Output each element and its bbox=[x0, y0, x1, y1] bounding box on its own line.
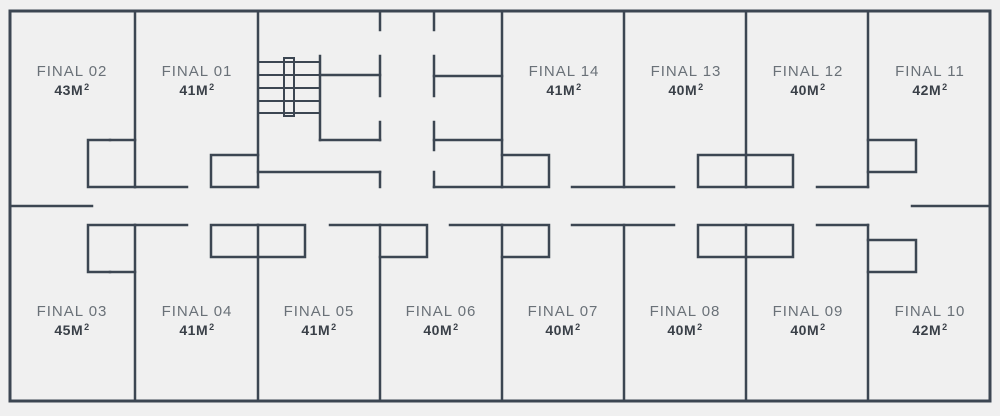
bathroom-wall bbox=[209, 153, 260, 189]
unit-name: FINAL 13 bbox=[650, 63, 722, 80]
unit-name: FINAL 11 bbox=[895, 63, 965, 80]
unit-name: FINAL 12 bbox=[772, 63, 844, 80]
unit-final-03[interactable]: FINAL 03 45M2 bbox=[18, 304, 126, 337]
unit-final-08[interactable]: FINAL 08 40M2 bbox=[631, 304, 739, 337]
bathroom-wall bbox=[696, 223, 748, 259]
unit-area: 40M2 bbox=[545, 322, 581, 338]
unit-area: 42M2 bbox=[912, 82, 948, 98]
unit-name: FINAL 14 bbox=[528, 63, 600, 80]
bathroom-wall bbox=[500, 223, 551, 259]
unit-area: 40M2 bbox=[667, 322, 703, 338]
bathroom-wall bbox=[86, 223, 137, 274]
bathroom-wall bbox=[500, 153, 551, 189]
bathroom-wall bbox=[866, 238, 918, 274]
unit-final-01[interactable]: FINAL 01 41M2 bbox=[143, 64, 251, 97]
unit-name: FINAL 05 bbox=[283, 303, 355, 320]
unit-final-13[interactable]: FINAL 13 40M2 bbox=[632, 64, 740, 97]
bathroom-wall bbox=[696, 153, 748, 189]
bathroom-wall bbox=[256, 223, 307, 259]
unit-final-07[interactable]: FINAL 07 40M2 bbox=[509, 304, 617, 337]
unit-area: 40M2 bbox=[423, 322, 459, 338]
unit-area: 45M2 bbox=[54, 322, 90, 338]
unit-name: FINAL 07 bbox=[527, 303, 599, 320]
unit-final-09[interactable]: FINAL 09 40M2 bbox=[754, 304, 862, 337]
unit-area: 41M2 bbox=[546, 82, 582, 98]
bathroom-wall bbox=[86, 138, 137, 189]
unit-final-14[interactable]: FINAL 14 41M2 bbox=[510, 64, 618, 97]
unit-name: FINAL 03 bbox=[36, 303, 108, 320]
unit-name: FINAL 06 bbox=[405, 303, 477, 320]
bathroom-wall bbox=[744, 223, 795, 259]
unit-final-06[interactable]: FINAL 06 40M2 bbox=[387, 304, 495, 337]
unit-name: FINAL 09 bbox=[772, 303, 844, 320]
bathroom-wall bbox=[378, 223, 429, 259]
unit-area: 40M2 bbox=[790, 322, 826, 338]
unit-name: FINAL 02 bbox=[36, 63, 108, 80]
unit-final-10[interactable]: FINAL 10 42M2 bbox=[876, 304, 984, 337]
bathroom-wall bbox=[866, 138, 918, 174]
unit-name: FINAL 01 bbox=[161, 63, 233, 80]
unit-final-02[interactable]: FINAL 02 43M2 bbox=[18, 64, 126, 97]
unit-area: 41M2 bbox=[179, 322, 215, 338]
unit-final-05[interactable]: FINAL 05 41M2 bbox=[265, 304, 373, 337]
unit-area: 42M2 bbox=[912, 322, 948, 338]
unit-area: 43M2 bbox=[54, 82, 90, 98]
unit-name: FINAL 04 bbox=[161, 303, 233, 320]
unit-area: 40M2 bbox=[790, 82, 826, 98]
bathroom-wall bbox=[209, 223, 260, 259]
unit-name: FINAL 08 bbox=[649, 303, 721, 320]
unit-final-12[interactable]: FINAL 12 40M2 bbox=[754, 64, 862, 97]
unit-name: FINAL 10 bbox=[894, 303, 966, 320]
bathroom-wall bbox=[744, 153, 795, 189]
unit-area: 40M2 bbox=[668, 82, 704, 98]
unit-final-11[interactable]: FINAL 11 42M2 bbox=[876, 64, 984, 97]
unit-area: 41M2 bbox=[301, 322, 337, 338]
unit-area: 41M2 bbox=[179, 82, 215, 98]
unit-final-04[interactable]: FINAL 04 41M2 bbox=[143, 304, 251, 337]
